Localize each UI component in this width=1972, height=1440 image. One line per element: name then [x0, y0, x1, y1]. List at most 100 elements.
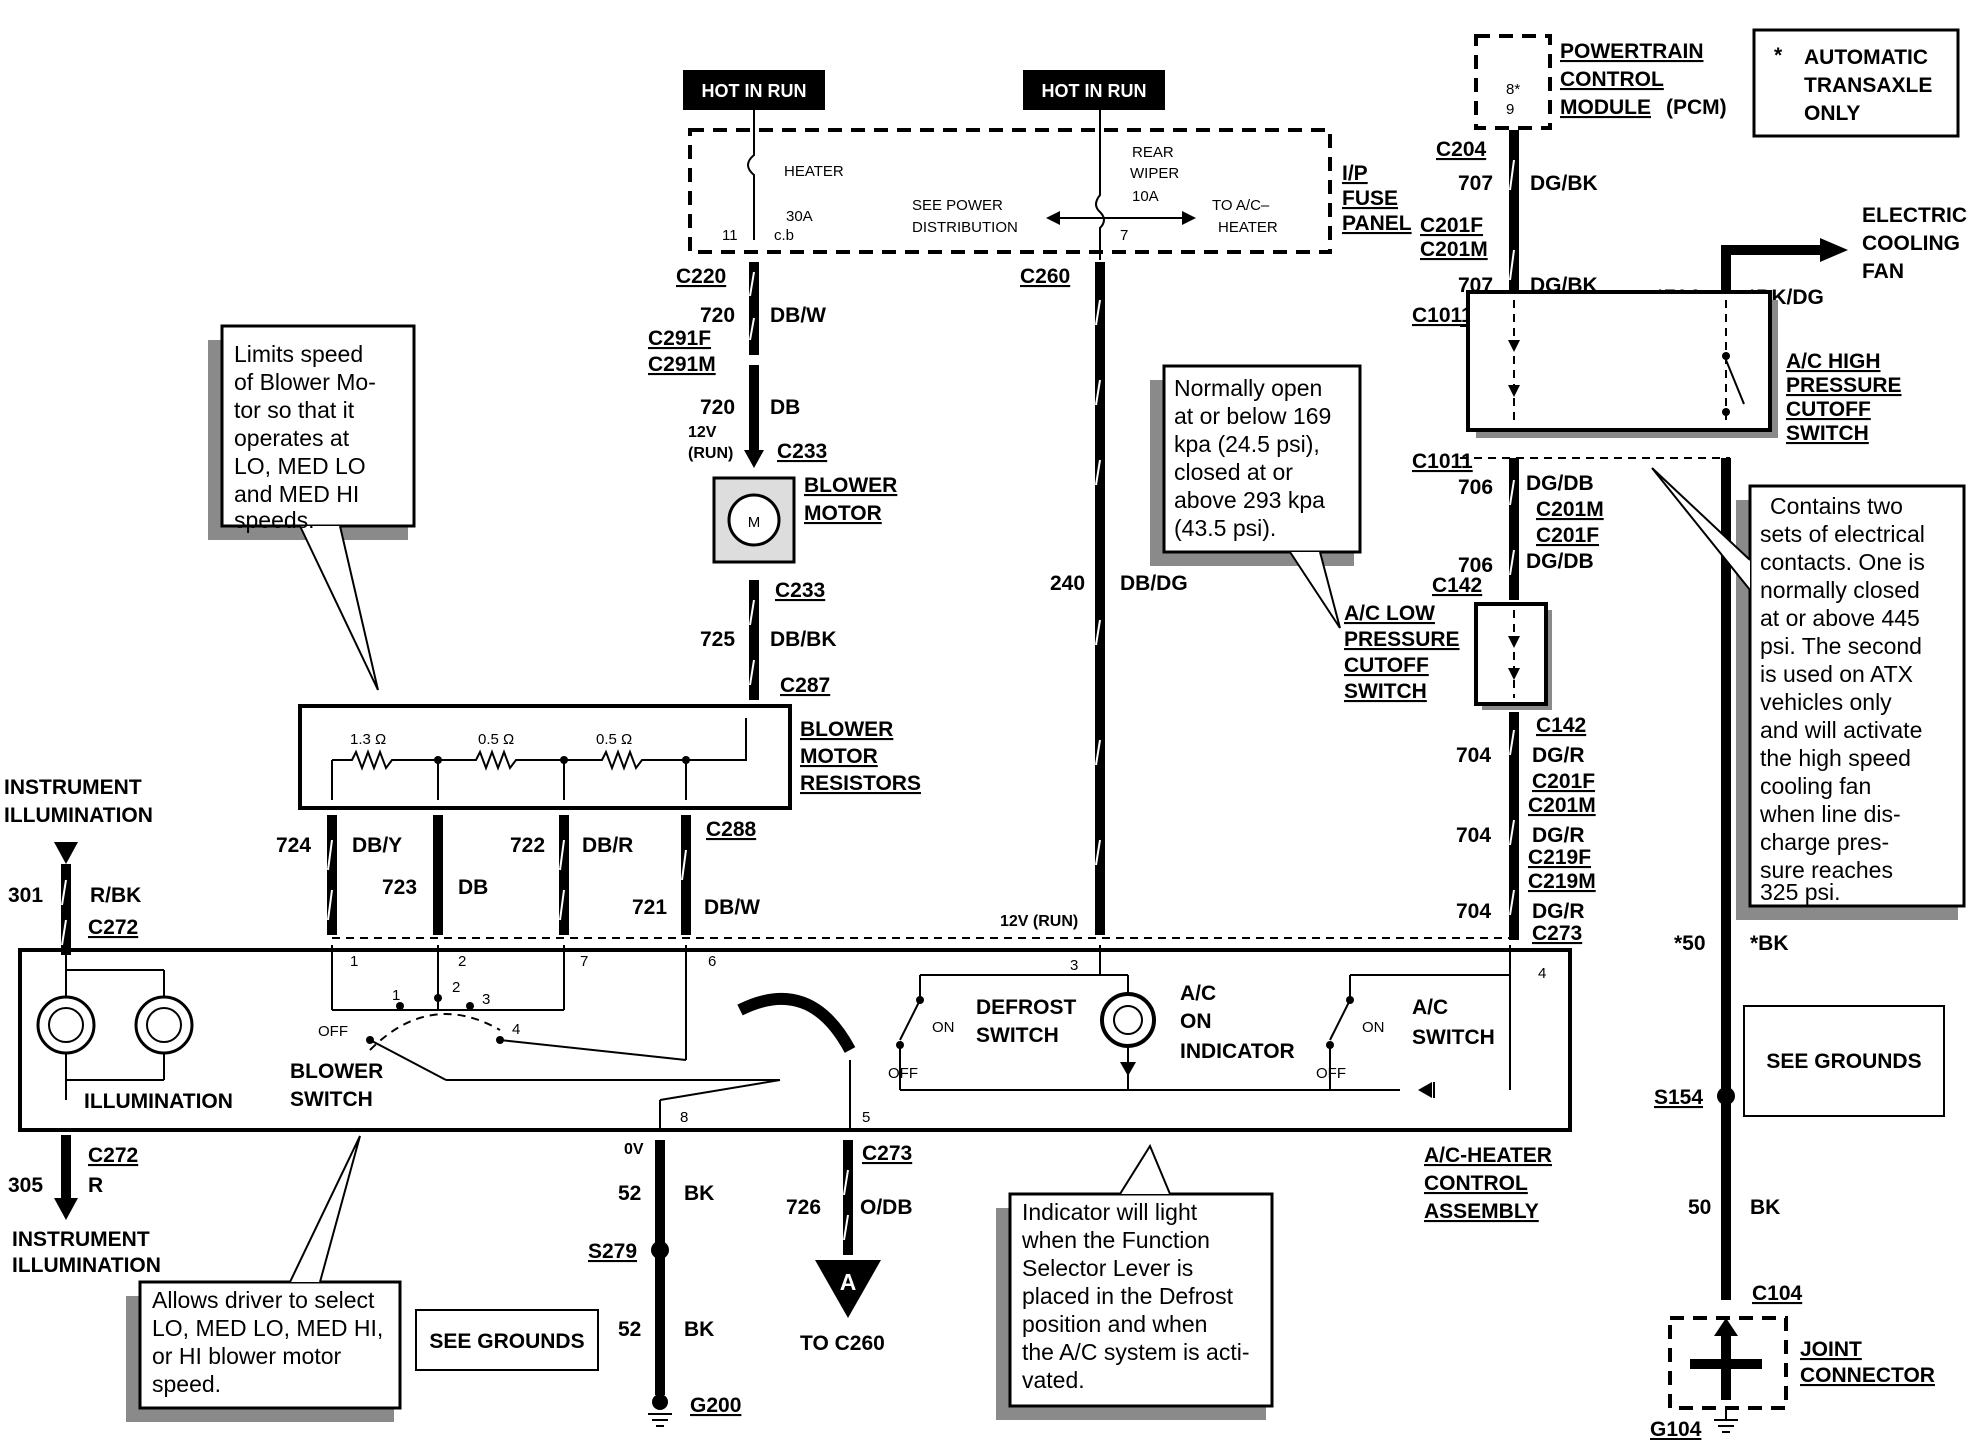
connector-c233-b: C233 [775, 579, 825, 602]
contains-note-text: Contains two sets of electrical contacts… [1759, 493, 1925, 905]
heater-label: HEATER [784, 163, 844, 180]
ip-fuse-panel-label-1: I/P [1342, 162, 1368, 185]
defrost-switch-contact [899, 999, 921, 1041]
wire-52-color-a: BK [684, 1182, 714, 1205]
contains-note-line: cooling fan [1760, 773, 1871, 799]
wire-305-color: R [88, 1174, 103, 1197]
limits-note-line: and MED HI [234, 481, 359, 507]
automatic-star: * [1774, 44, 1783, 67]
pcm-pin-b: 9 [1506, 101, 1514, 118]
blower-motor-label-2: MOTOR [804, 502, 882, 525]
switch-pos-4: 4 [512, 1021, 520, 1038]
connector-c201m-b: C201M [1536, 498, 1604, 521]
v12-run-label-3: 12V (RUN) [1000, 913, 1078, 930]
ac-on-indicator-label-3: INDICATOR [1180, 1040, 1295, 1063]
ac-switch-label-2: SWITCH [1412, 1026, 1495, 1049]
normally-open-note-text: Normally open at or below 169 kpa (24.5 … [1174, 375, 1331, 541]
contains-note-line: sets of electrical [1760, 521, 1925, 547]
connector-c272-a: C272 [88, 916, 138, 939]
wire-706-color-a: DG/DB [1526, 472, 1594, 495]
illumination-lamp-1-icon [36, 995, 96, 1055]
resistor-3-value: 0.5 Ω [596, 731, 632, 748]
see-power-label-2: DISTRIBUTION [912, 219, 1018, 236]
wire-305-number: 305 [8, 1174, 43, 1197]
connector-c201m-c: C201M [1528, 794, 1596, 817]
contains-note-line: sure reaches [1760, 857, 1893, 883]
limits-note-text: Limits speed of Blower Mo- tor so that i… [234, 341, 376, 533]
pcm-label-2: CONTROL [1560, 68, 1664, 91]
limits-note-line: tor so that it [234, 397, 355, 423]
heater-breaker-symbol [747, 110, 755, 240]
pin-5-label: 5 [862, 1109, 870, 1126]
wire-50-color: BK [1750, 1196, 1780, 1219]
see-grounds-label-2: SEE GROUNDS [1766, 1050, 1921, 1073]
instrument-illumination-label-1: INSTRUMENT [4, 776, 142, 799]
normally-open-note-line: kpa (24.5 psi), [1174, 431, 1320, 457]
diode-icon-2 [1418, 1082, 1432, 1098]
indicator-note-line: the A/C system is acti- [1022, 1339, 1250, 1365]
ac-on-indicator-icon [1100, 992, 1156, 1048]
contains-note-box [1748, 484, 1966, 908]
allows-note-line: Allows driver to select [152, 1287, 375, 1313]
ac-heater-control-assembly-box [18, 948, 1572, 1132]
connector-c291f: C291F [648, 327, 711, 350]
connector-c219f: C219F [1528, 846, 1591, 869]
wire-704-color-b: DG/R [1532, 824, 1585, 847]
contains-note-line: is used on ATX [1760, 661, 1913, 687]
resistor-2-value: 0.5 Ω [478, 731, 514, 748]
switch-off-label: OFF [318, 1023, 348, 1040]
ac-on-indicator-label-2: ON [1180, 1010, 1212, 1033]
pin-6-label: 6 [708, 953, 716, 970]
defrost-switch-label-1: DEFROST [976, 996, 1077, 1019]
connector-c201f-a: C201F [1420, 214, 1483, 237]
ac-heater-assembly-label-1: A/C-HEATER [1424, 1144, 1552, 1167]
wire-724-color: DB/Y [352, 834, 402, 857]
ip-fuse-panel-label-2: FUSE [1342, 187, 1398, 210]
allows-note-pointer [289, 1135, 361, 1283]
ac-low-pressure-label-2: PRESSURE [1344, 628, 1460, 651]
joint-connector-box [1668, 1316, 1788, 1410]
wire-706-color-b: DG/DB [1526, 550, 1594, 573]
connector-c204: C204 [1436, 138, 1487, 161]
arrow-down-icon-2 [54, 842, 78, 864]
limits-note-box [220, 324, 416, 528]
pin-3-label: 3 [1070, 957, 1078, 974]
splice-s279 [651, 1241, 669, 1259]
wire-704-color-c: DG/R [1532, 900, 1585, 923]
splice-s279-label: S279 [588, 1240, 637, 1263]
wire-240-color: DB/DG [1120, 572, 1188, 595]
hot-in-run-tag-1 [683, 70, 825, 110]
wire-706-number-b: 706 [1458, 554, 1493, 577]
instrument-illumination-label-3: INSTRUMENT [12, 1228, 150, 1251]
wire-704-number-b: 704 [1456, 824, 1491, 847]
contains-note-line: 325 psi. [1760, 879, 1841, 905]
limits-note-line: Limits speed [234, 341, 363, 367]
rear-wiper-label-2: WIPER [1130, 165, 1179, 182]
electric-cooling-fan-label-1: ELECTRIC [1862, 204, 1967, 227]
indicator-note-pointer [1119, 1143, 1171, 1195]
wire-720-number-b: 720 [700, 396, 735, 419]
illumination-lamp-2-icon [134, 995, 194, 1055]
wire-720-color-b: DB [770, 396, 800, 419]
limits-note-line: operates at [234, 425, 350, 451]
ip-fuse-panel-label-3: PANEL [1342, 212, 1412, 235]
ac-high-pressure-cutoff-switch-box [1466, 290, 1772, 432]
normally-open-note-line: at or below 169 [1174, 403, 1331, 429]
wire-721-color: DB/W [704, 896, 760, 919]
wire-706-number-a: 706 [1458, 476, 1493, 499]
pcm-pin-a: 8* [1506, 81, 1520, 98]
blower-motor-resistors-label-1: BLOWER [800, 718, 893, 741]
v12-run-label-1: 12V [688, 424, 717, 441]
connector-c260: C260 [1020, 265, 1070, 288]
normally-open-note-line: closed at or [1174, 459, 1293, 485]
indicator-note-line: Selector Lever is [1022, 1255, 1193, 1281]
contains-note-line: and will activate [1760, 717, 1922, 743]
connector-c288: C288 [706, 818, 757, 841]
switch-pos-3: 3 [482, 991, 490, 1008]
limits-note-pointer [299, 525, 379, 691]
heater-cb-label: c.b [774, 227, 794, 244]
wire-722-number: 722 [510, 834, 545, 857]
wire-52-number-b: 52 [618, 1318, 641, 1341]
hot-in-run-tag-2 [1023, 70, 1165, 110]
allows-note-box [138, 1280, 402, 1410]
